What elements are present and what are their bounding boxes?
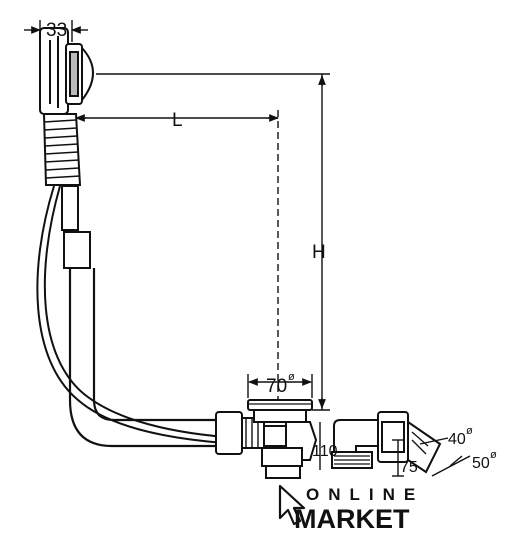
label-width-33: 33 [46, 20, 67, 41]
watermark-line2: MARKET [294, 504, 410, 534]
label-drain-diameter-symbol: ø [288, 371, 295, 383]
pipe-coupling [215, 411, 289, 455]
label-pipe-40: 40 [448, 431, 466, 448]
label-pipe-50-symbol: ø [490, 449, 497, 461]
label-trap-110: 110 [312, 443, 338, 460]
siphon-trap [331, 411, 442, 474]
label-drain-70: 70 [266, 376, 287, 397]
corrugated-hose [42, 113, 91, 269]
dimension-lines [24, 20, 471, 477]
label-height: H [312, 242, 326, 263]
watermark-line1: ONLINE [306, 485, 424, 504]
label-outlet-75: 75 [400, 459, 418, 476]
label-pipe-50: 50 [472, 455, 490, 472]
overflow-head [39, 27, 94, 115]
label-pipe-40-symbol: ø [466, 425, 473, 437]
bowden-cable [36, 185, 241, 445]
drain-pipe [68, 268, 218, 448]
drain-body [247, 399, 318, 479]
watermark-logo: ONLINE MARKET [278, 484, 424, 534]
cursor-icon [278, 484, 306, 526]
label-length: L [172, 110, 183, 131]
